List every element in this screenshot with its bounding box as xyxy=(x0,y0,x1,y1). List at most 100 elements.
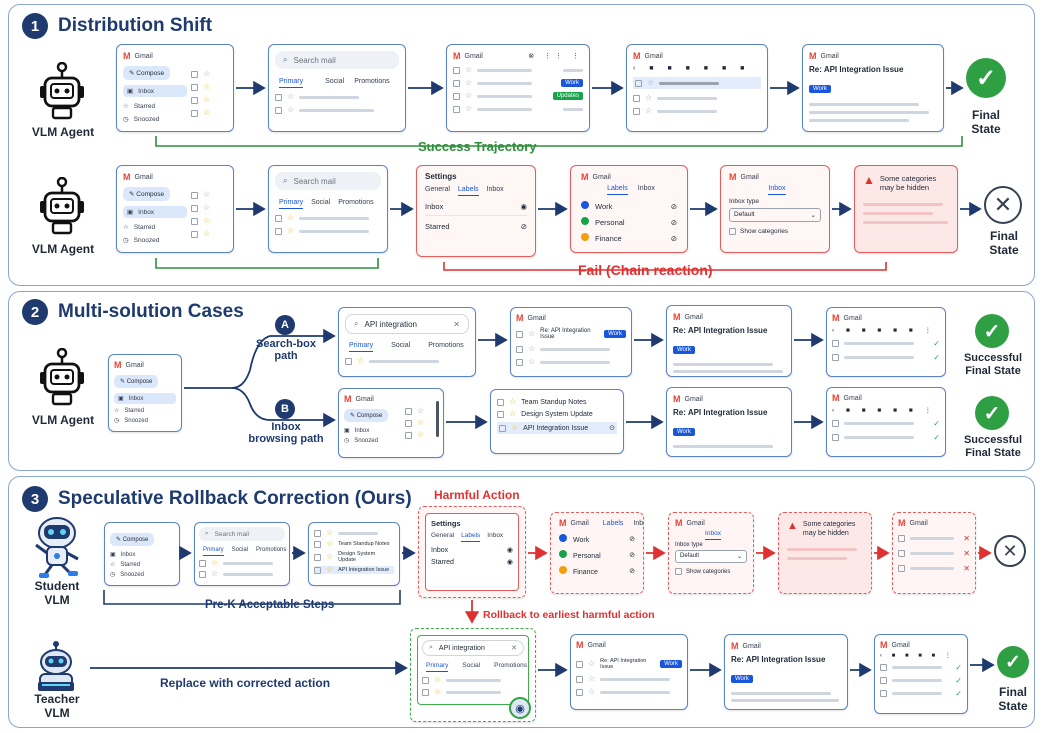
tab-promotions[interactable]: Promotions xyxy=(494,662,527,669)
label-tag: Work xyxy=(604,330,626,338)
tab-inbox[interactable]: Inbox xyxy=(486,186,504,193)
tab-inbox[interactable]: Inbox xyxy=(633,519,644,527)
compose-button[interactable]: ✎ Compose xyxy=(123,187,171,201)
search-input[interactable]: ⌕API integration✕ xyxy=(422,640,524,656)
chevron-down-icon: ⌄ xyxy=(736,554,742,560)
section-3-title: Speculative Rollback Correction (Ours) xyxy=(58,488,412,509)
scrollbar[interactable] xyxy=(436,401,439,437)
sidebar-item-snoozed[interactable]: ◷ Snoozed xyxy=(123,115,160,124)
search-input[interactable]: ⌕API integration✕ xyxy=(345,314,469,334)
tab-inbox[interactable]: Inbox xyxy=(637,185,655,192)
list-item[interactable]: ☆API Integration Issue xyxy=(314,566,394,574)
tab-labels[interactable]: Labels xyxy=(602,519,624,527)
eye-off-icon[interactable]: ⊘ xyxy=(629,568,635,575)
sidebar-item-inbox[interactable]: ▣ Inbox xyxy=(344,427,370,435)
gmail-logo-icon: M xyxy=(633,51,641,61)
compose-button[interactable]: ✎ Compose xyxy=(110,533,155,546)
search-icon: ⌕ xyxy=(283,55,288,64)
sidebar-item-starred[interactable]: ☆ Starred xyxy=(123,102,156,111)
gmail-logo-icon: M xyxy=(576,640,584,650)
tab-inbox[interactable]: Inbox xyxy=(705,530,721,540)
search-input[interactable]: ⌕Search mail xyxy=(275,51,399,69)
sidebar-item-snoozed[interactable]: ◷ Snoozed xyxy=(110,571,144,579)
sidebar-item-snoozed[interactable]: ◷ Snoozed xyxy=(344,437,378,445)
tab-social[interactable]: Social xyxy=(462,662,481,669)
inbox-type-select[interactable]: Default⌄ xyxy=(675,550,747,563)
compose-button[interactable]: ✎ Compose xyxy=(123,66,171,80)
tab-general[interactable]: General xyxy=(425,186,450,193)
eye-off-icon[interactable]: ⊘ xyxy=(670,201,677,211)
tab-inbox[interactable]: Inbox xyxy=(768,185,786,195)
sidebar-item-starred[interactable]: ☆ Starred xyxy=(114,407,145,415)
tab-social[interactable]: Social xyxy=(231,547,249,553)
tab-promotions[interactable]: Promotions xyxy=(428,342,464,349)
tab-labels[interactable]: Labels xyxy=(461,532,481,542)
eye-off-icon[interactable]: ⊘ xyxy=(670,233,677,243)
list-item[interactable]: ☆Design System Update xyxy=(314,551,394,563)
robot-icon xyxy=(38,176,86,237)
eye-off-icon[interactable]: ⊘ xyxy=(629,536,635,543)
student-robot-icon xyxy=(30,513,84,579)
close-icon[interactable]: ✕ xyxy=(453,319,460,329)
tab-primary[interactable]: Primary xyxy=(203,547,224,556)
sidebar-item-starred[interactable]: ☆ Starred xyxy=(123,223,156,232)
list-item[interactable]: ☆API Integration Issue⊙ xyxy=(497,422,617,434)
eye-icon[interactable]: ◉ xyxy=(506,547,513,554)
gmail-logo-icon: M xyxy=(123,172,131,182)
sidebar-item-inbox[interactable]: ▣ Inbox xyxy=(123,206,187,218)
tab-labels[interactable]: Labels xyxy=(607,185,628,195)
success-check-icon: ✓ xyxy=(966,58,1006,98)
sidebar-item-starred[interactable]: ☆ Starred xyxy=(110,561,141,569)
label-color-dot xyxy=(559,566,567,574)
search-input[interactable]: ⌕Search mail xyxy=(199,527,285,541)
close-icon[interactable]: ✕ xyxy=(511,645,517,652)
search-input[interactable]: ⌕Search mail xyxy=(275,172,381,190)
sidebar-item-snoozed[interactable]: ◷ Snoozed xyxy=(114,417,148,425)
sidebar-item-inbox[interactable]: ▣ Inbox xyxy=(114,393,176,404)
tab-social[interactable]: Social xyxy=(391,342,411,349)
gmail-logo-icon: M xyxy=(832,393,840,403)
tab-primary[interactable]: Primary xyxy=(279,78,304,88)
eye-off-icon[interactable]: ⊘ xyxy=(520,222,527,231)
tab-general[interactable]: General xyxy=(431,532,455,539)
eye-icon[interactable]: ◉ xyxy=(520,202,527,211)
sidebar-item-inbox[interactable]: ▣ Inbox xyxy=(123,85,187,97)
gmail-logo-icon: M xyxy=(809,51,817,61)
eye-off-icon[interactable]: ⊘ xyxy=(670,217,677,227)
sidebar-item-snoozed[interactable]: ◷ Snoozed xyxy=(123,236,160,245)
tab-primary[interactable]: Primary xyxy=(279,199,304,209)
tab-primary[interactable]: Primary xyxy=(349,342,374,352)
label-tag: Work xyxy=(561,79,583,87)
settings-row-label: Starred xyxy=(431,558,454,566)
eye-off-icon[interactable]: ⊘ xyxy=(629,552,635,559)
label-color-dot xyxy=(581,217,589,225)
tab-labels[interactable]: Labels xyxy=(457,186,479,196)
tab-social[interactable]: Social xyxy=(311,199,331,206)
list-item[interactable]: ☆Team Standup Notes xyxy=(314,540,394,548)
list-item-subject: Re: API Integration Issue xyxy=(600,658,647,670)
tab-promotions[interactable]: Promotions xyxy=(338,199,374,206)
success-check-icon: ✓ xyxy=(975,396,1009,430)
tab-social[interactable]: Social xyxy=(325,78,345,85)
show-categories-checkbox[interactable] xyxy=(729,228,736,235)
list-item[interactable]: ☆Team Standup Notes xyxy=(497,398,617,406)
warning-icon: ▲ xyxy=(787,520,798,532)
list-item[interactable]: ☆Design System Update xyxy=(497,410,617,418)
tab-promotions[interactable]: Promotions xyxy=(256,547,287,553)
compose-button[interactable]: ✎ Compose xyxy=(344,409,389,422)
show-categories-checkbox[interactable] xyxy=(675,568,682,575)
search-icon: ⌕ xyxy=(429,644,433,651)
agent-label-1: VLM Agent xyxy=(31,125,95,139)
gmail-logo-icon: M xyxy=(731,641,739,651)
sidebar-item-inbox[interactable]: ▣ Inbox xyxy=(110,551,136,559)
tab-promotions[interactable]: Promotions xyxy=(354,78,390,85)
eye-icon[interactable]: ◉ xyxy=(506,559,513,566)
inbox-type-select[interactable]: Default⌄ xyxy=(729,208,821,222)
list-item-subject: Re: API Integration Issue xyxy=(540,328,591,340)
gmail-logo-icon: M xyxy=(516,313,524,323)
tab-inbox[interactable]: Inbox xyxy=(487,532,504,539)
compose-button[interactable]: ✎ Compose xyxy=(114,375,159,388)
tab-primary[interactable]: Primary xyxy=(426,662,449,672)
